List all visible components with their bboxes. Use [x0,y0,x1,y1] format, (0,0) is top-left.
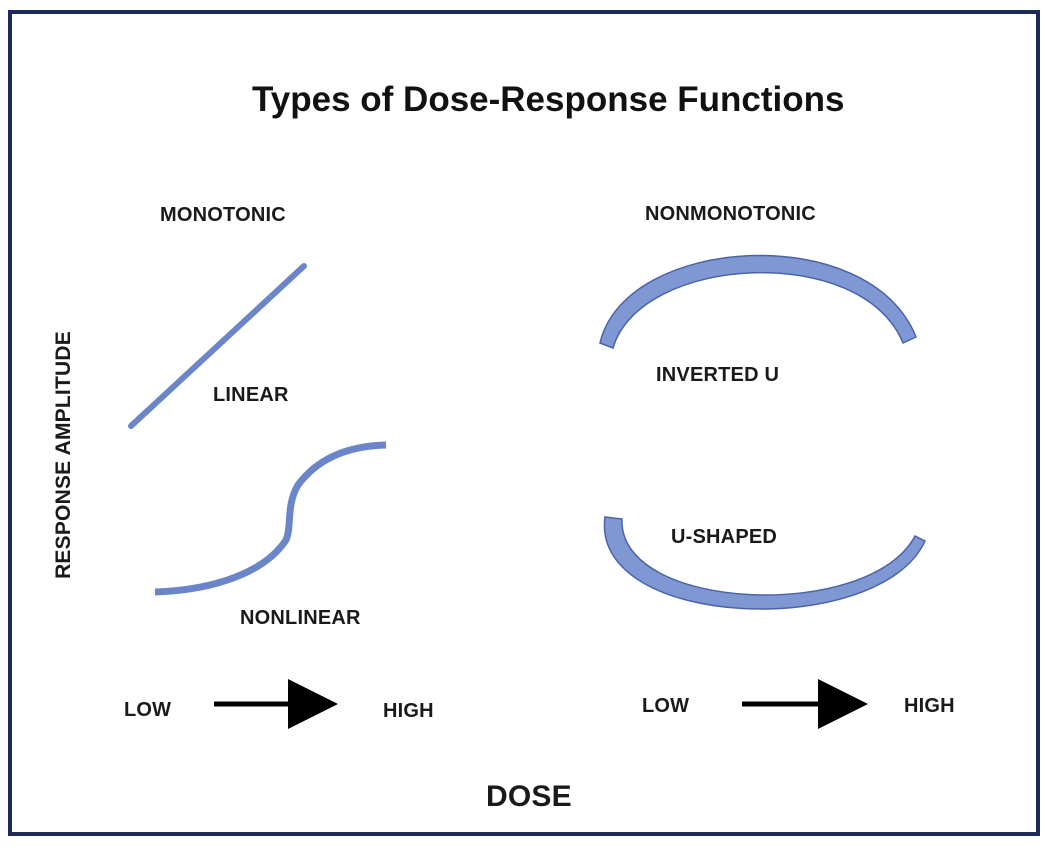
left-dose-high-label: HIGH [383,700,434,722]
diagram-title: Types of Dose-Response Functions [252,80,845,119]
inverted-u-label: INVERTED U [656,364,780,386]
linear-label: LINEAR [213,384,289,406]
linear-curve [128,263,307,429]
left-dose-low-label: LOW [124,699,172,721]
u-shaped-curve [603,516,926,610]
u-shaped-label: U-SHAPED [671,526,778,548]
diagram-frame [8,10,1040,836]
nonlinear-curve [154,441,387,596]
right-dose-high-label: HIGH [904,695,955,717]
y-axis-label: RESPONSE AMPLITUDE [52,331,75,579]
monotonic-heading: MONOTONIC [160,204,286,226]
x-axis-label: DOSE [486,780,572,813]
inverted-u-curve [599,254,917,349]
nonlinear-label: NONLINEAR [240,607,361,629]
right-dose-low-label: LOW [642,695,690,717]
nonmonotonic-heading: NONMONOTONIC [645,203,816,225]
